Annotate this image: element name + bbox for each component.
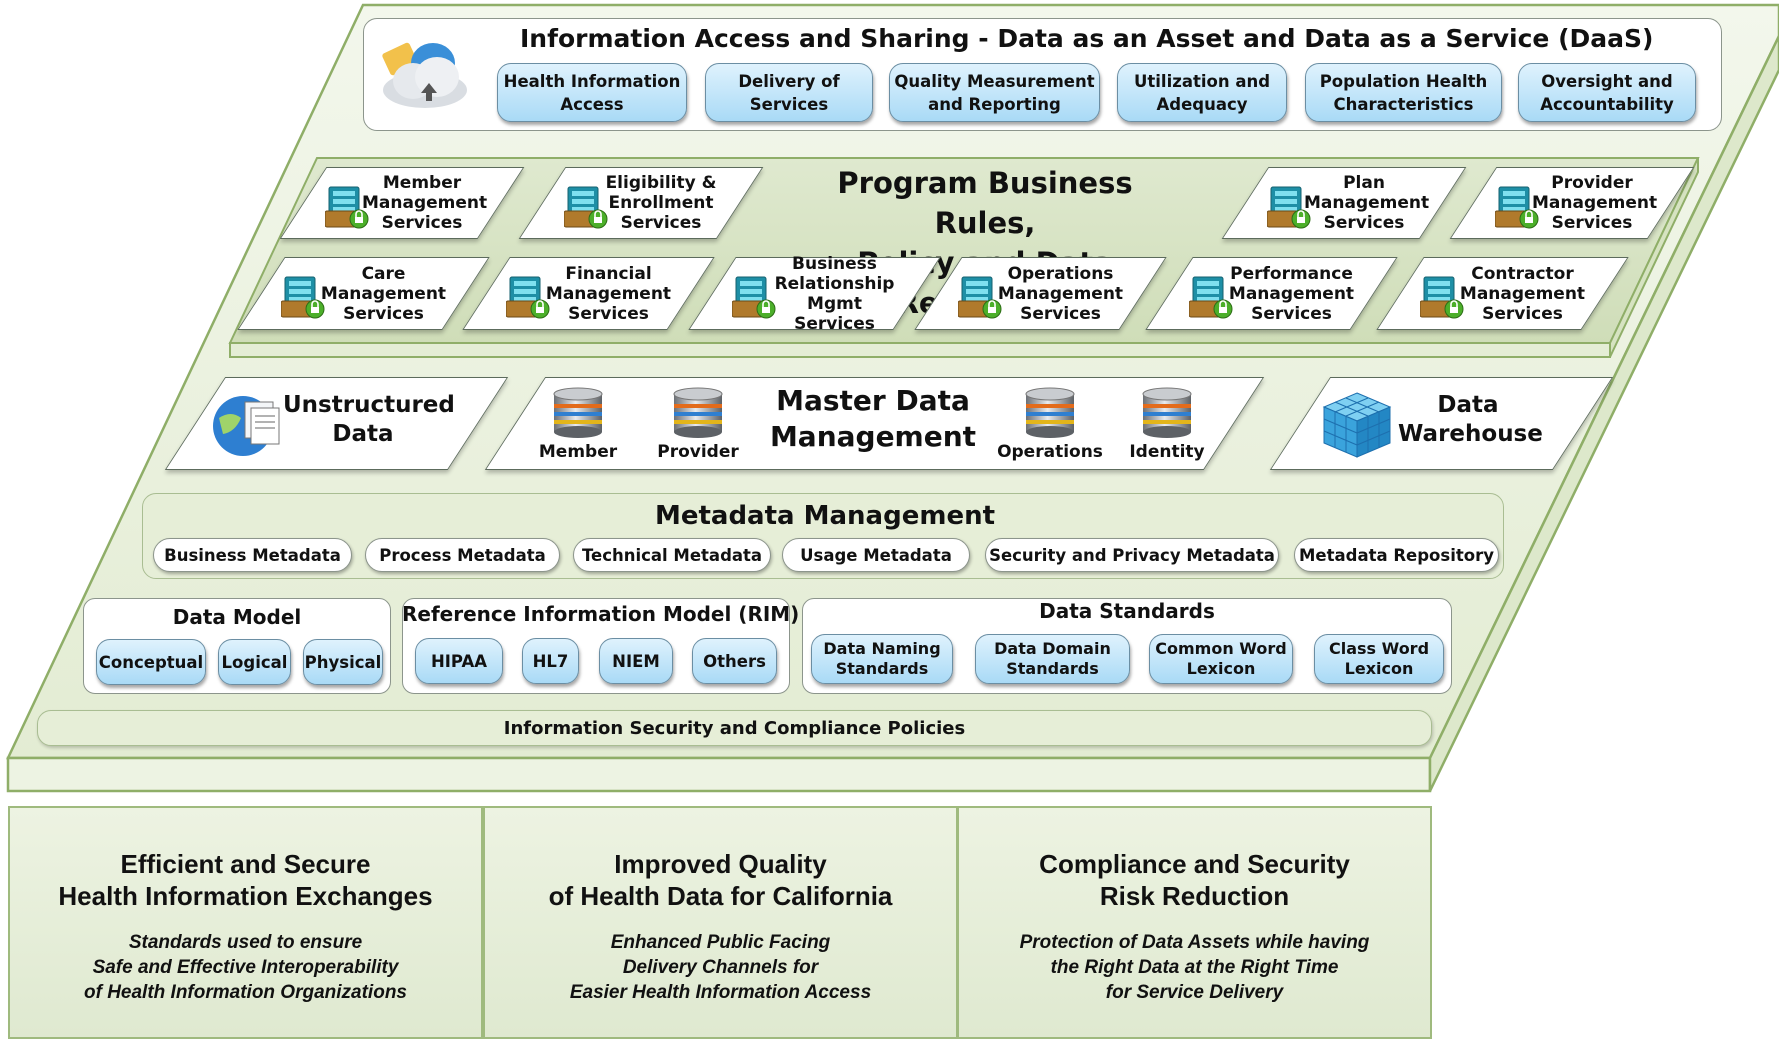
data-model-item-pill: Conceptual: [96, 639, 206, 685]
cloud-upload-icon: [382, 42, 467, 108]
services-database-icon: [958, 276, 1002, 319]
data-standards-item-pill: Class Word Lexicon: [1314, 634, 1444, 684]
service-label: Eligibility & Enrollment Services: [605, 173, 717, 233]
outcome-title: Compliance and Security Risk Reduction: [1039, 849, 1350, 911]
mdm-item-label: Provider: [657, 442, 739, 462]
data-standards-title: Data Standards: [1039, 599, 1215, 623]
service-label: Performance Management Services: [1228, 263, 1355, 324]
data-warehouse-label: Data Warehouse: [1398, 392, 1543, 447]
service-label: Member Management Services: [362, 173, 488, 233]
service-label: Operations Management Services: [997, 263, 1124, 324]
outcome-description: Protection of Data Assets while having t…: [1019, 932, 1370, 1003]
service-box: Care Management Services: [237, 257, 490, 330]
services-database-icon: [1189, 276, 1233, 319]
access-layer-title: Information Access and Sharing - Data as…: [520, 24, 1654, 53]
database-stack-icon: [553, 387, 603, 438]
metadata-item-pill: Security and Privacy Metadata: [985, 538, 1279, 572]
service-box: Provider Management Services: [1449, 167, 1695, 239]
service-box: Performance Management Services: [1145, 257, 1398, 330]
globe-documents-icon: [213, 396, 280, 456]
rim-item-pill: NIEM: [599, 638, 673, 684]
outcome-title: Efficient and Secure Health Information …: [58, 849, 433, 911]
metadata-item-pill: Usage Metadata: [782, 538, 970, 572]
services-database-icon: [732, 276, 776, 319]
service-label: Contractor Management Services: [1459, 263, 1586, 324]
security-policies-label: Information Security and Compliance Poli…: [503, 717, 966, 739]
database-stack-icon: [1025, 387, 1075, 438]
rim-item-pill: HL7: [522, 638, 579, 684]
services-database-icon: [564, 186, 608, 229]
outcome-title: Improved Quality of Health Data for Cali…: [548, 849, 893, 911]
service-box: Eligibility & Enrollment Services: [518, 167, 764, 239]
service-label: Business Relationship Mgmt Services: [774, 253, 895, 334]
rim-item-pill: Others: [692, 638, 777, 684]
service-box: Contractor Management Services: [1376, 257, 1629, 330]
rim-title: Reference Information Model (RIM): [402, 602, 800, 626]
data-cube-icon: [1322, 392, 1392, 458]
mdm-title: Master Data Management: [769, 384, 977, 453]
database-stack-icon: [1142, 387, 1192, 438]
service-box: Financial Management Services: [462, 257, 715, 330]
services-database-icon: [1495, 186, 1539, 229]
data-model-item-pill: Logical: [218, 639, 291, 685]
services-database-icon: [281, 276, 325, 319]
metadata-item-pill: Technical Metadata: [573, 538, 771, 572]
outcome-panel: Efficient and Secure Health Information …: [8, 806, 483, 1039]
access-item-pill: Population Health Characteristics: [1305, 63, 1502, 122]
outcome-description: Enhanced Public Facing Delivery Channels…: [569, 932, 872, 1003]
metadata-item-pill: Process Metadata: [365, 538, 560, 572]
service-label: Care Management Services: [320, 263, 447, 324]
access-item-pill: Oversight and Accountability: [1518, 63, 1696, 122]
services-database-icon: [1267, 186, 1311, 229]
service-label: Provider Management Services: [1532, 173, 1658, 233]
mdm-item-label: Operations: [997, 442, 1103, 462]
data-model-item-pill: Physical: [303, 639, 383, 685]
service-box: Plan Management Services: [1221, 167, 1467, 239]
access-item-pill: Delivery of Services: [705, 63, 873, 122]
data-standards-item-pill: Common Word Lexicon: [1149, 634, 1293, 684]
mdm-item-label: Identity: [1129, 442, 1205, 462]
database-stack-icon: [673, 387, 723, 438]
service-label: Plan Management Services: [1304, 173, 1430, 233]
access-item-pill: Utilization and Adequacy: [1117, 63, 1287, 122]
services-database-icon: [1420, 276, 1464, 319]
service-box: Operations Management Services: [914, 257, 1167, 330]
access-item-pill: Health Information Access: [497, 63, 687, 122]
mdm-item-label: Member: [538, 442, 618, 462]
service-label: Financial Management Services: [545, 263, 672, 324]
access-item-pill: Quality Measurement and Reporting: [889, 63, 1100, 122]
rim-item-pill: HIPAA: [415, 638, 503, 684]
metadata-item-pill: Metadata Repository: [1294, 538, 1499, 572]
service-box: Business Relationship Mgmt Services: [688, 254, 941, 334]
outcome-panel: Improved Quality of Health Data for Cali…: [483, 806, 958, 1039]
outcome-description: Standards used to ensure Safe and Effect…: [83, 932, 407, 1003]
security-policies-bar: Information Security and Compliance Poli…: [37, 710, 1432, 746]
services-database-icon: [325, 186, 369, 229]
service-box: Member Management Services: [279, 167, 525, 239]
services-database-icon: [506, 276, 550, 319]
data-model-title: Data Model: [172, 605, 302, 629]
metadata-item-pill: Business Metadata: [153, 538, 352, 572]
data-standards-item-pill: Data Domain Standards: [975, 634, 1130, 684]
data-standards-item-pill: Data Naming Standards: [811, 634, 953, 684]
metadata-title: Metadata Management: [654, 501, 996, 531]
unstructured-data-label: Unstructured Data: [283, 392, 455, 447]
